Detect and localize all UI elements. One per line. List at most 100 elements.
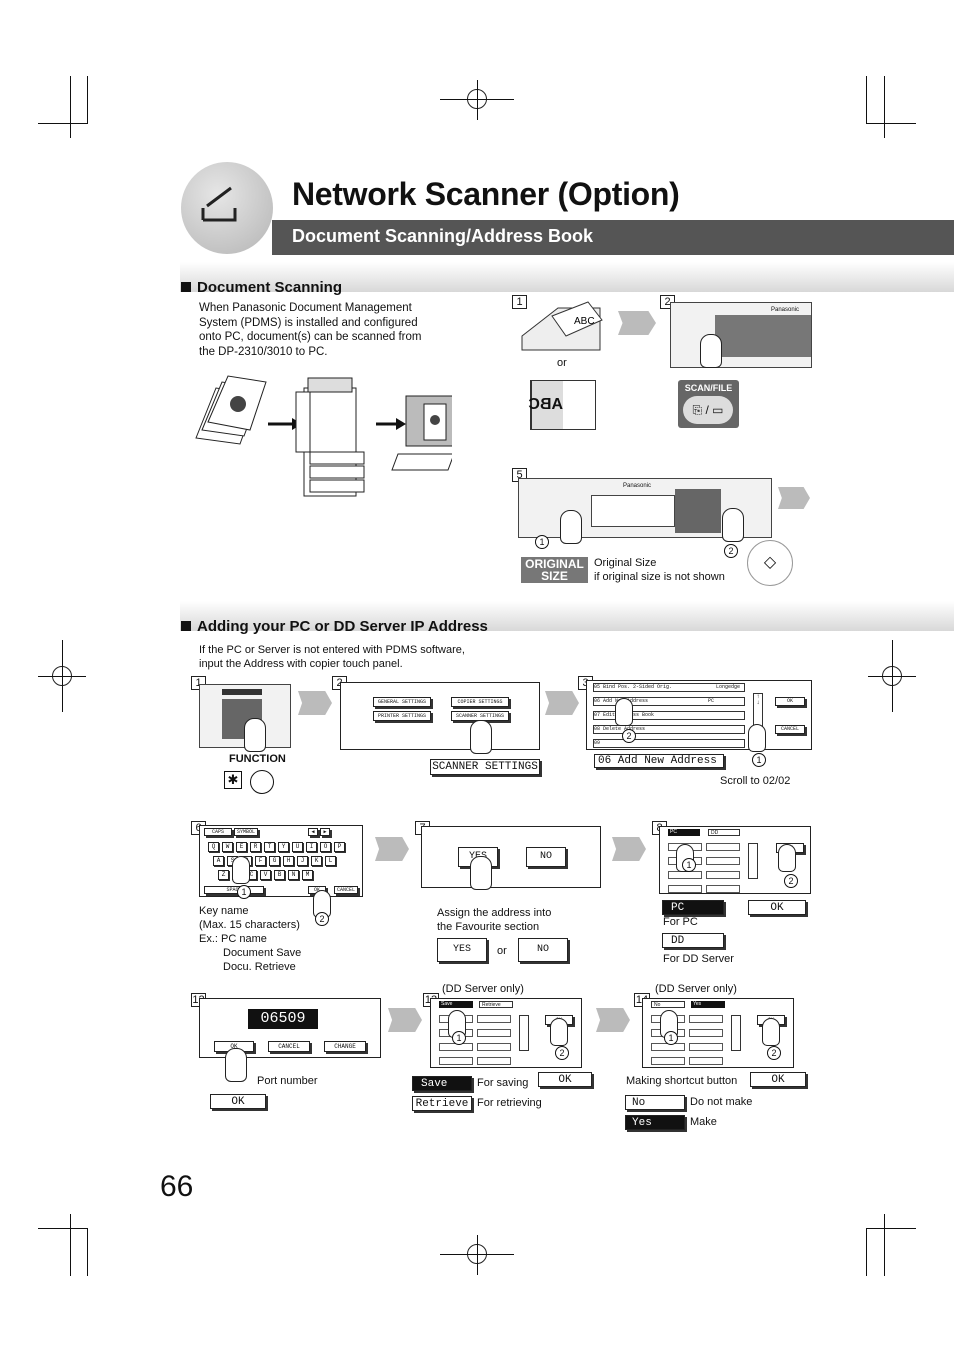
pc-label-sample: PC [662, 900, 724, 915]
yes-sample-button: YES [437, 938, 487, 962]
for-dd-note: For DD Server [663, 953, 734, 965]
key-name-note: Key name (Max. 15 characters) Ex.: PC na… [199, 905, 302, 973]
section-heading-adding-ip: Adding your PC or DD Server IP Address [181, 618, 488, 635]
no-sample-button: NO [518, 938, 568, 962]
hand-pointer-icon [550, 1018, 568, 1046]
key-e[interactable]: E [236, 842, 247, 852]
no-label-sample: No [625, 1095, 685, 1110]
crop-mark [884, 1214, 885, 1276]
key-a[interactable]: A [213, 856, 224, 866]
cancel-button[interactable]: CANCEL [775, 725, 805, 734]
port-change-button[interactable]: CHANGE [324, 1041, 366, 1052]
key-w[interactable]: W [222, 842, 233, 852]
printer-settings-button[interactable]: PRINTER SETTINGS [373, 711, 431, 721]
key-u[interactable]: U [292, 842, 303, 852]
adding-ip-text: If the PC or Server is not entered with … [199, 644, 465, 670]
keyboard-cancel-key[interactable]: CANCEL [334, 886, 358, 894]
copier-settings-button[interactable]: COPIER SETTINGS [451, 697, 509, 707]
key-z[interactable]: Z [218, 870, 229, 880]
key-h[interactable]: H [283, 856, 294, 866]
key-b[interactable]: B [274, 870, 285, 880]
ok-label-sample: OK [748, 900, 806, 915]
cursor-right-key[interactable]: ▶ [320, 828, 330, 836]
yes-tab[interactable]: Yes [691, 1001, 725, 1008]
callout-1: 1 [237, 885, 251, 899]
scan-to-pc-illustration [195, 375, 452, 497]
key-j[interactable]: J [297, 856, 308, 866]
for-saving-note: For saving [477, 1077, 529, 1089]
function-key-circle [250, 770, 274, 794]
step-number: 1 [512, 295, 527, 309]
next-arrow [596, 1008, 630, 1032]
callout-1: 1 [664, 1031, 678, 1045]
shortcut-note: Making shortcut button [626, 1075, 738, 1087]
save-tab[interactable]: Save [439, 1001, 473, 1008]
space-key[interactable]: SPACE [204, 886, 264, 894]
document-scanning-text: When Panasonic Document Management Syste… [199, 302, 422, 358]
adf-feeder-illustration: ABC [521, 301, 603, 351]
hand-pointer-icon [762, 1018, 780, 1046]
port-cancel-button[interactable]: CANCEL [268, 1041, 310, 1052]
dd-tab[interactable]: DD [708, 829, 740, 836]
function-label: FUNCTION [229, 753, 286, 765]
crop-mark [87, 1228, 88, 1276]
key-p[interactable]: P [334, 842, 345, 852]
crop-mark [866, 1228, 867, 1276]
platen-glass: ABC [528, 380, 596, 430]
crop-mark [884, 76, 885, 138]
hand-pointer-icon [722, 508, 744, 542]
next-arrow [298, 691, 332, 715]
pc-tab[interactable]: PC [668, 829, 700, 836]
favourite-dialog: YES NO [421, 826, 601, 888]
scan-file-icon: ⎘ / ▭ [683, 396, 733, 424]
registration-line [477, 80, 478, 120]
next-arrow [778, 487, 810, 509]
callout-2: 2 [555, 1046, 569, 1060]
key-f[interactable]: F [255, 856, 266, 866]
registration-line [62, 640, 63, 712]
ok-button[interactable]: OK [775, 697, 805, 706]
key-r[interactable]: R [250, 842, 261, 852]
key-q[interactable]: Q [208, 842, 219, 852]
hand-pointer-icon [470, 856, 492, 890]
general-settings-button[interactable]: GENERAL SETTINGS [373, 697, 431, 707]
ok-label-sample: OK [750, 1072, 806, 1087]
next-arrow [618, 311, 656, 335]
crop-mark [38, 123, 88, 124]
key-o[interactable]: O [320, 842, 331, 852]
symbol-key[interactable]: SYMBOL [234, 828, 258, 836]
copier-panel: Panasonic [670, 302, 812, 368]
key-y[interactable]: Y [278, 842, 289, 852]
key-l[interactable]: L [325, 856, 336, 866]
chapter-badge [181, 162, 273, 254]
key-t[interactable]: T [264, 842, 275, 852]
hand-pointer-icon [615, 698, 633, 726]
crop-mark [70, 1214, 71, 1276]
cursor-left-key[interactable]: ◀ [308, 828, 318, 836]
keyboard-screen: CAPS SYMBOL ◀ ▶ QWERTYUIOPASDFGHJKLZXCVB… [199, 825, 363, 897]
no-tab[interactable]: No [651, 1001, 685, 1008]
caps-key[interactable]: CAPS [204, 828, 232, 836]
retrieve-tab[interactable]: Retrieve [479, 1001, 513, 1008]
next-arrow [375, 837, 409, 861]
key-m[interactable]: M [302, 870, 313, 880]
section-heading-document-scanning: Document Scanning [181, 279, 342, 296]
key-v[interactable]: V [260, 870, 271, 880]
callout-1: 1 [752, 753, 766, 767]
subtitle-bar [272, 220, 954, 255]
copier-panel [199, 684, 291, 748]
no-button[interactable]: NO [526, 847, 566, 867]
callout-2: 2 [622, 729, 636, 743]
next-arrow [388, 1008, 422, 1032]
registration-line [892, 640, 893, 712]
key-i[interactable]: I [306, 842, 317, 852]
add-new-address-label: 06 Add New Address [594, 754, 724, 768]
key-n[interactable]: N [288, 870, 299, 880]
dd-label-sample: DD [662, 933, 724, 948]
key-k[interactable]: K [311, 856, 322, 866]
scan-file-key[interactable]: SCAN/FILE ⎘ / ▭ [678, 380, 739, 428]
for-retrieving-note: For retrieving [477, 1097, 542, 1109]
key-g[interactable]: G [269, 856, 280, 866]
hand-pointer-icon [748, 724, 766, 752]
svg-text:ABC: ABC [574, 316, 595, 327]
